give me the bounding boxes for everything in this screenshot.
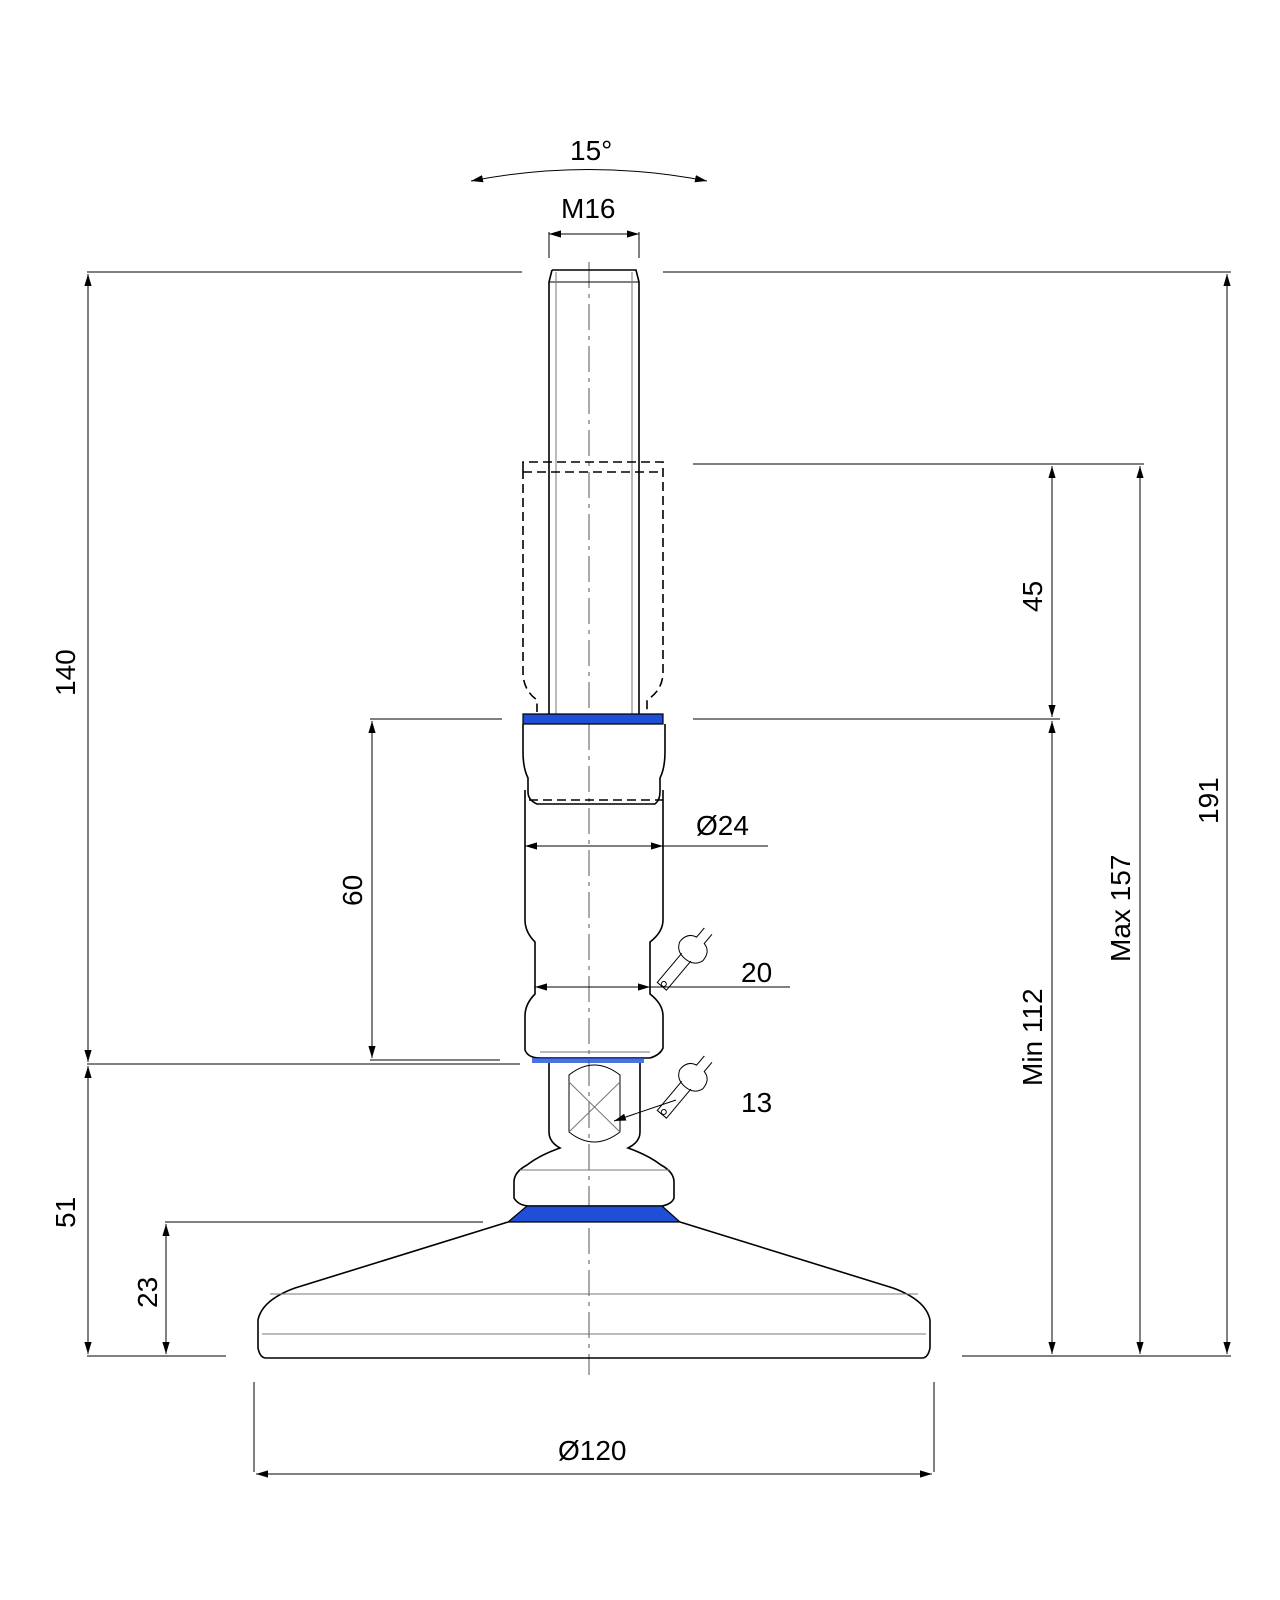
dim-23: 23: [132, 1224, 170, 1354]
thread-dimension: M16: [548, 193, 640, 258]
dim-wrench-13: 13: [613, 1055, 772, 1122]
threaded-stud: [548, 269, 640, 714]
dim-max-157-label: Max 157: [1105, 855, 1136, 962]
dim-51: 51: [50, 1066, 92, 1354]
spindle-body: [522, 724, 666, 1059]
dim-dia-120-label: Ø120: [558, 1435, 627, 1466]
dim-dia-24-label: Ø24: [696, 810, 749, 841]
dim-60-label: 60: [337, 875, 368, 906]
wrench-13-label: 13: [741, 1087, 772, 1118]
base-connector: [513, 1058, 675, 1207]
angle-label: 15°: [570, 135, 612, 166]
lower-seal-ring: [506, 1205, 682, 1223]
dim-dia-120: Ø120: [256, 1435, 932, 1478]
dim-140-label: 140: [50, 649, 81, 696]
dim-45: 45: [1017, 466, 1056, 717]
dim-min-112: Min 112: [1017, 721, 1056, 1354]
dim-wrench-20: 20: [535, 927, 790, 991]
dim-191-label: 191: [1193, 777, 1224, 824]
wrench-icon: [656, 1055, 713, 1119]
wrench-20-label: 20: [741, 957, 772, 988]
wrench-icon: [656, 927, 713, 991]
upper-seal-ring: [522, 713, 664, 725]
foot-base: [257, 1221, 931, 1359]
dim-51-label: 51: [50, 1197, 81, 1228]
dim-23-label: 23: [132, 1277, 163, 1308]
dim-191: 191: [1193, 274, 1231, 1354]
extension-lines: [87, 271, 1231, 1472]
dim-min-112-label: Min 112: [1017, 988, 1048, 1086]
dim-60: 60: [337, 721, 376, 1058]
extended-position-outline: [522, 461, 664, 801]
thread-label: M16: [561, 193, 615, 224]
dim-max-157: Max 157: [1105, 466, 1144, 1354]
dim-140: 140: [50, 274, 92, 1062]
angle-dimension: 15°: [470, 135, 708, 183]
dim-dia-24: Ø24: [525, 810, 768, 850]
dim-45-label: 45: [1017, 581, 1048, 612]
